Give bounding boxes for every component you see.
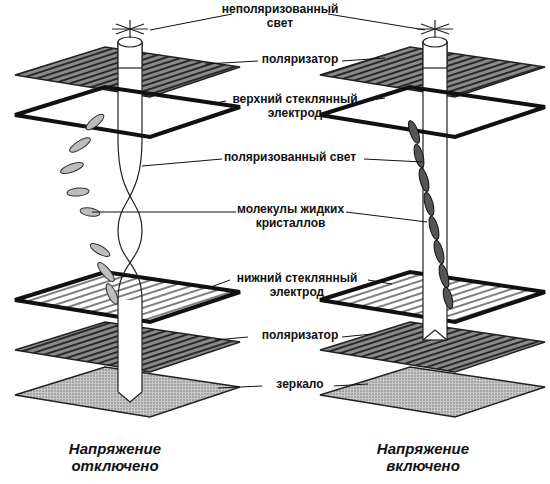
state-caption: Напряжение отключено [50,440,180,475]
twisted-light [118,140,142,300]
part-label: поляризатор [235,53,365,67]
left-stack [15,20,240,417]
unpolarized-symbol [417,20,453,38]
lc-molecules [406,119,455,309]
light-label: неполяризованный свет [215,3,345,31]
part-label: верхний стеклянный электрод [220,93,370,121]
part-label: молекулы жидких кристаллов [228,203,353,231]
part-label: поляризатор [240,329,360,343]
state-caption: Напряжение включено [358,440,488,475]
lc-molecules [59,112,120,306]
twisted-light [118,140,142,300]
light-label: поляризованный свет [205,151,375,165]
unpolarized-symbol [112,20,148,38]
right-stack [320,20,545,417]
part-label: нижний стеклянный электрод [222,272,372,300]
electrode-plate [15,87,240,137]
part-label: зеркало [250,378,350,392]
leader-lines [92,14,427,388]
mirror-plate [320,367,545,417]
